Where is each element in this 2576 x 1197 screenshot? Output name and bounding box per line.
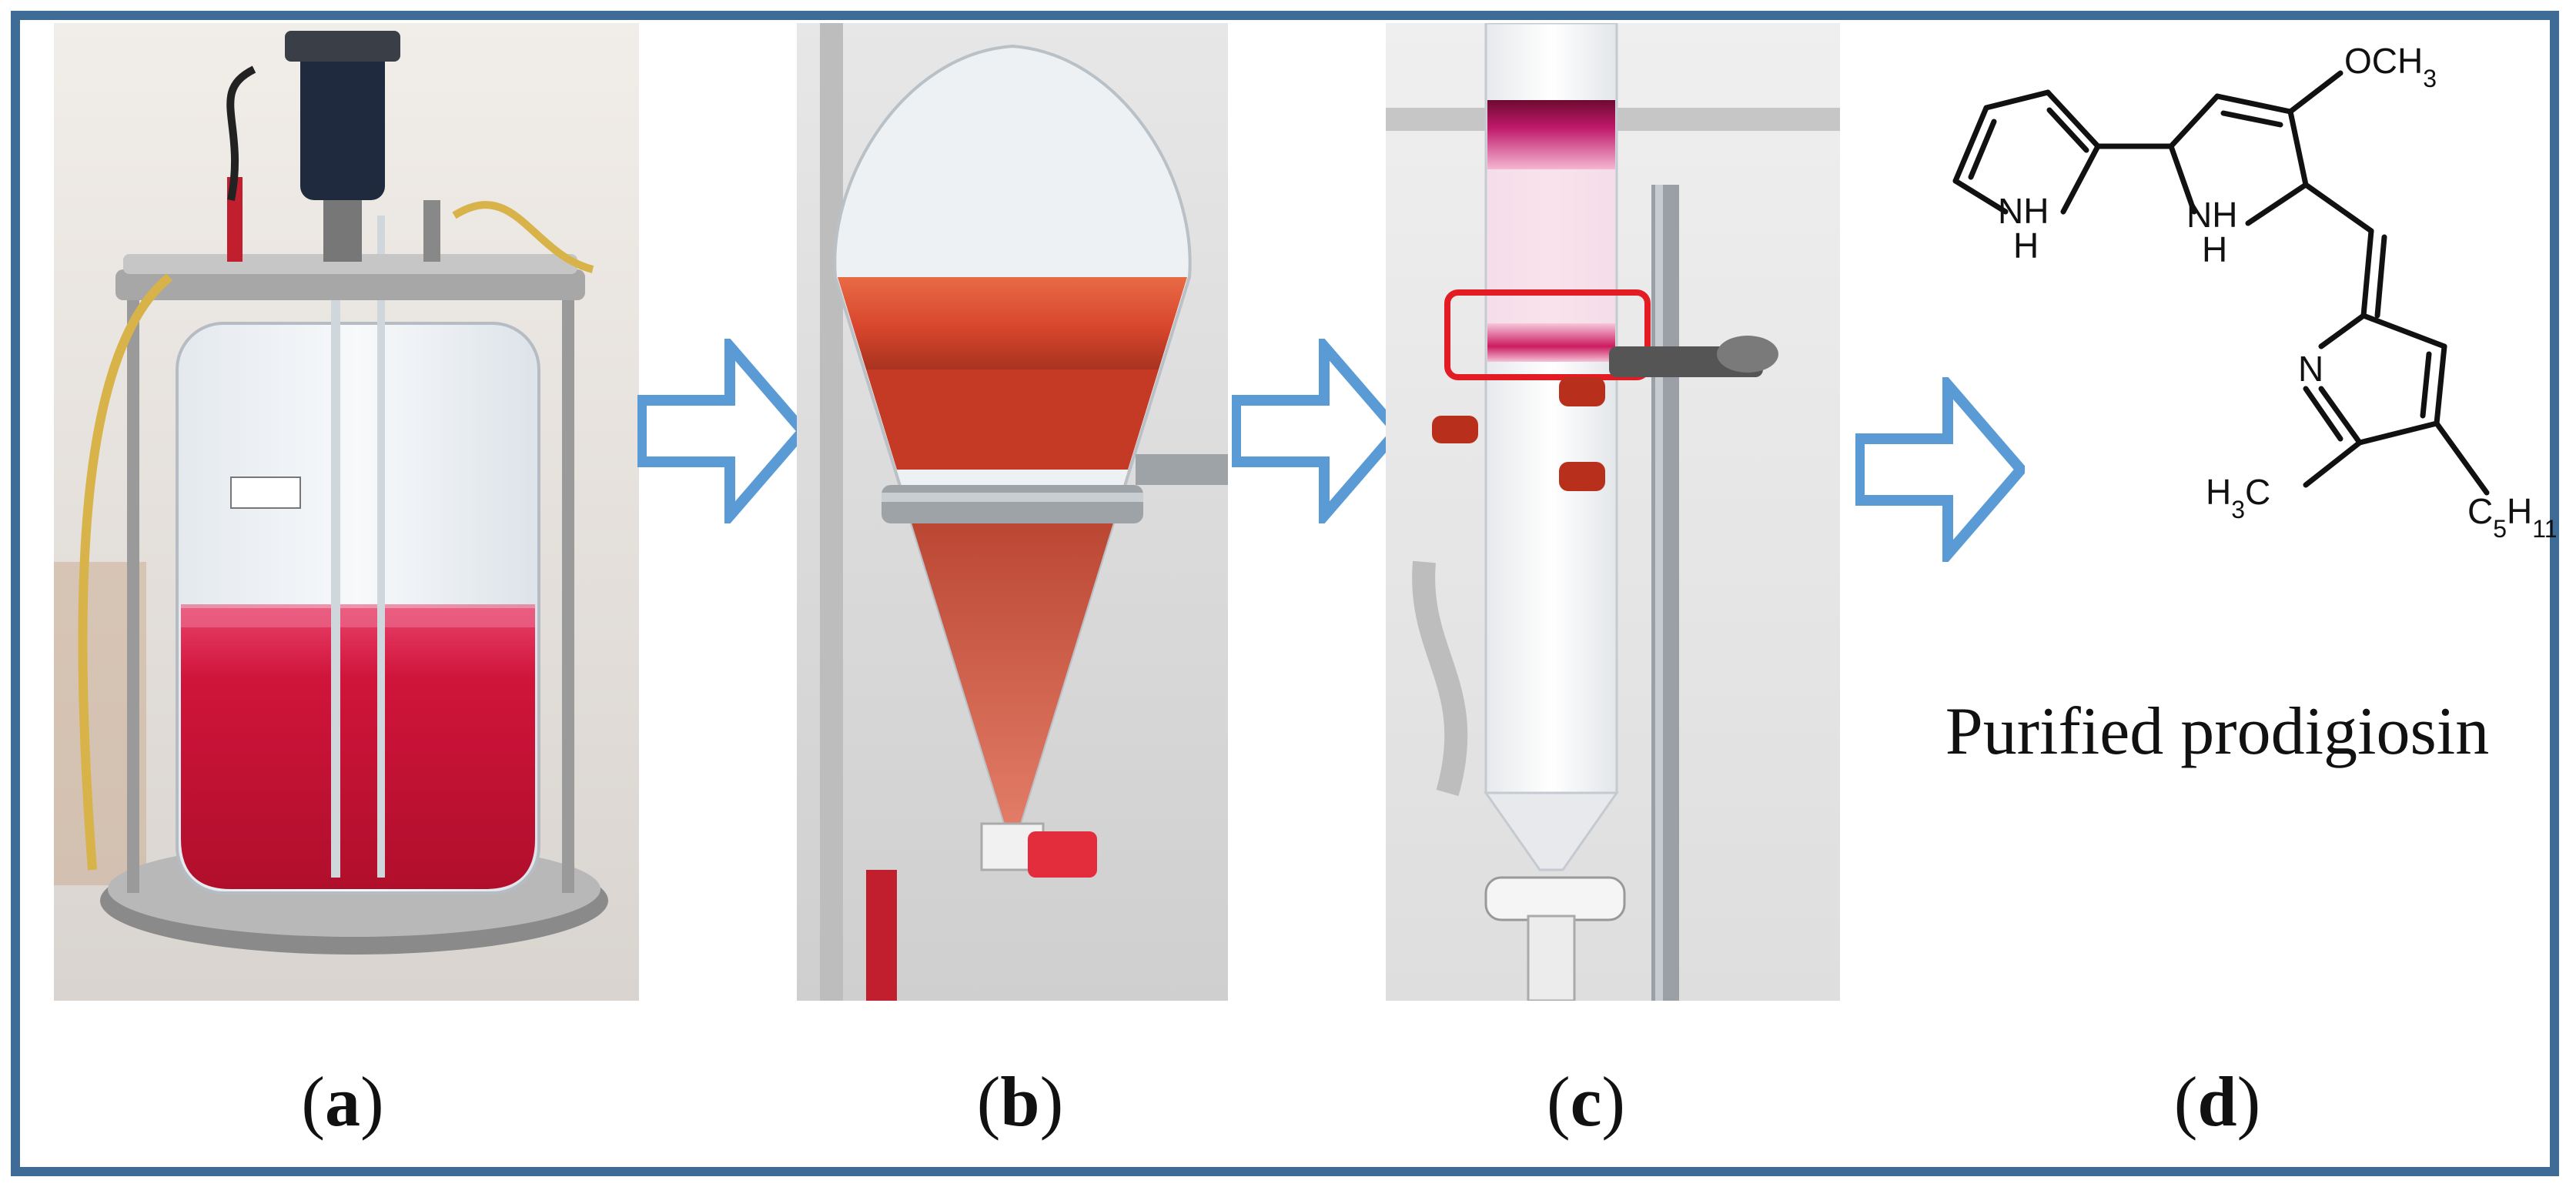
label-close-paren: )	[1601, 1062, 1626, 1141]
h-label-ring2: H	[2202, 229, 2227, 269]
panel-d-label: (d)	[2140, 1066, 2294, 1137]
arrow-c-to-d	[1855, 377, 2025, 562]
label-letter: b	[1000, 1062, 1040, 1141]
label-open-paren: (	[301, 1062, 325, 1141]
nh-label-ring2: NH	[2186, 195, 2237, 235]
chemical-structure-diagram: NH H NH H N OCH3 H3C C5H11	[1952, 41, 2556, 543]
h3c-label: H3C	[2206, 472, 2270, 523]
separatory-funnel-illustration	[797, 23, 1228, 1001]
nh-label-ring1: NH	[1998, 191, 2049, 231]
right-arrow-icon	[637, 339, 807, 523]
label-open-paren: (	[976, 1062, 1001, 1141]
label-close-paren: )	[2236, 1062, 2261, 1141]
panel-c-label: (c)	[1509, 1066, 1663, 1137]
label-close-paren: )	[1039, 1062, 1064, 1141]
column-illustration	[1386, 23, 1840, 1001]
panel-a-label: (a)	[266, 1066, 420, 1137]
c5h11-label: C5H11	[2467, 491, 2556, 543]
och3-label: OCH3	[2344, 41, 2437, 92]
panel-b-separatory-funnel-photo	[797, 23, 1228, 1001]
right-arrow-icon	[1855, 377, 2025, 562]
right-arrow-icon	[1232, 339, 1401, 523]
panel-d-caption: Purified prodigiosin	[1945, 694, 2490, 769]
panel-a-bioreactor-photo	[54, 23, 639, 1001]
label-letter: d	[2197, 1062, 2237, 1141]
label-letter: c	[1570, 1062, 1602, 1141]
n-label-ring3: N	[2298, 349, 2323, 389]
h-label-ring1: H	[2013, 226, 2039, 266]
panel-b-label: (b)	[943, 1066, 1097, 1137]
label-open-paren: (	[2173, 1062, 2198, 1141]
bioreactor-illustration	[54, 23, 639, 1001]
panel-d-prodigiosin-structure: NH H NH H N OCH3 H3C C5H11	[1878, 31, 2556, 662]
arrow-b-to-c	[1232, 339, 1401, 523]
panel-c-chromatography-column-photo	[1386, 23, 1840, 1001]
label-close-paren: )	[360, 1062, 384, 1141]
label-letter: a	[325, 1062, 360, 1141]
label-open-paren: (	[1546, 1062, 1571, 1141]
arrow-a-to-b	[637, 339, 807, 523]
